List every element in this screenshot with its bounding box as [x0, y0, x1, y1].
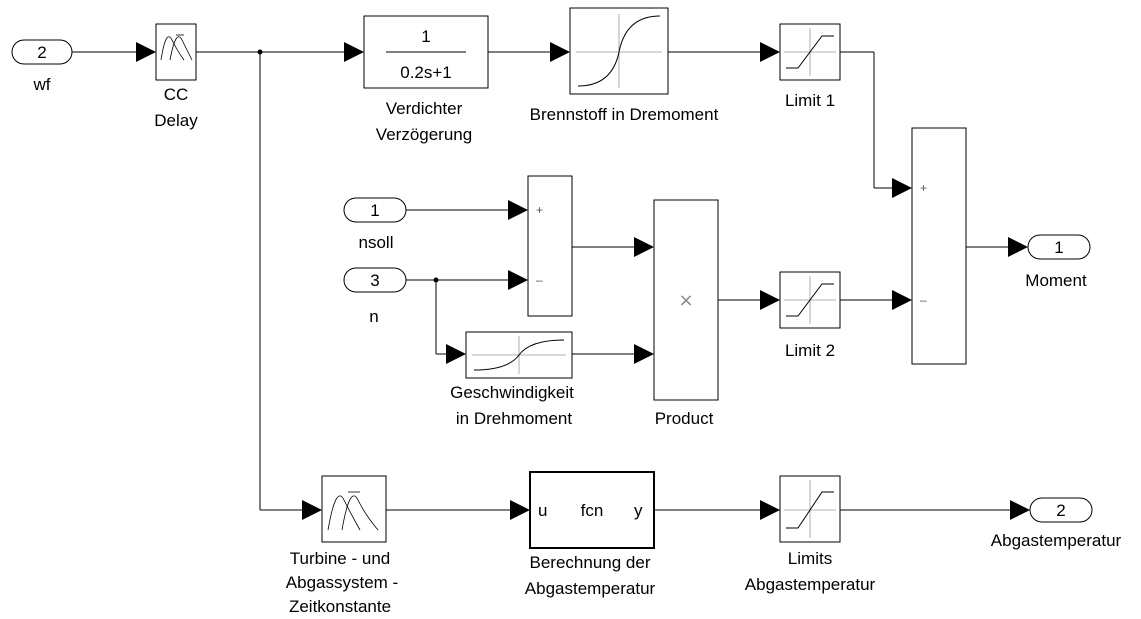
inport-wf-number: 2	[37, 43, 46, 62]
sum2-minus-sign: –	[920, 293, 927, 307]
lookup-curve-icon	[472, 336, 566, 374]
transport-delay-icon	[327, 491, 379, 531]
sum2-block[interactable]: + –	[911, 127, 967, 365]
geschwindigkeit-label-1: Geschwindigkeit	[450, 383, 574, 402]
tf-numerator: 1	[421, 27, 430, 46]
geschwindigkeit-lookup-block[interactable]	[465, 331, 573, 379]
fcn-name: fcn	[581, 501, 604, 520]
cc-delay-label-1: CC	[164, 85, 189, 104]
fcn-label-1: Berechnung der	[530, 553, 651, 572]
inport-wf[interactable]: 2	[11, 39, 73, 65]
sum1-plus-sign: +	[536, 203, 543, 217]
inport-n-label: n	[369, 307, 378, 326]
saturation-icon	[784, 276, 836, 324]
lookup-curve-icon	[576, 14, 662, 88]
limits-abgas-label-1: Limits	[788, 549, 832, 568]
fcn-input-label: u	[538, 501, 547, 520]
tf-denominator: 0.2s+1	[400, 63, 452, 82]
signal-arrows	[136, 42, 1030, 520]
turbine-label-3: Zeitkonstante	[289, 597, 391, 616]
cc-delay-label-2: Delay	[154, 111, 198, 130]
brennstoff-label: Brennstoff in Dremoment	[530, 105, 719, 124]
limits-abgas-saturation-block[interactable]	[779, 475, 841, 543]
inport-n-number: 3	[370, 271, 379, 290]
transfer-function-block[interactable]: 1 0.2s+1	[363, 15, 489, 89]
outport-moment-label: Moment	[1025, 271, 1087, 290]
limit1-label: Limit 1	[785, 91, 835, 110]
turbine-label-1: Turbine - und	[290, 549, 390, 568]
sum1-block[interactable]: + –	[527, 175, 573, 317]
turbine-delay-block[interactable]	[321, 475, 387, 543]
fcn-block[interactable]: u fcn y	[529, 471, 655, 549]
outport-moment-number: 1	[1054, 238, 1063, 257]
inport-nsoll-label: nsoll	[359, 233, 394, 252]
signal-lines	[72, 49, 1014, 511]
outport-abgastemperatur-label: Abgastemperatur	[991, 531, 1122, 550]
brennstoff-lookup-block[interactable]	[569, 7, 669, 95]
product-symbol: ×	[678, 290, 693, 311]
inport-n[interactable]: 3	[343, 267, 407, 293]
sum2-plus-sign: +	[920, 181, 927, 195]
sum1-minus-sign: –	[536, 273, 543, 287]
limits-abgas-label-2: Abgastemperatur	[745, 575, 876, 594]
turbine-label-2: Abgassystem -	[286, 573, 398, 592]
geschwindigkeit-label-2: in Drehmoment	[456, 409, 572, 428]
cc-delay-block[interactable]	[155, 23, 197, 81]
fcn-output-label: y	[634, 501, 643, 520]
limit2-saturation-block[interactable]	[779, 271, 841, 329]
transport-delay-icon	[160, 34, 193, 61]
fcn-label-2: Abgastemperatur	[525, 579, 656, 598]
tf-label-1: Verdichter	[386, 99, 463, 118]
tf-label-2: Verzögerung	[376, 125, 472, 144]
outport-moment[interactable]: 1	[1027, 234, 1091, 260]
outport-abgastemperatur-number: 2	[1056, 501, 1065, 520]
limit1-saturation-block[interactable]	[779, 23, 841, 81]
product-block[interactable]: ×	[653, 199, 719, 401]
inport-nsoll[interactable]: 1	[343, 197, 407, 223]
saturation-icon	[784, 28, 836, 76]
product-label: Product	[655, 409, 714, 428]
inport-wf-label: wf	[33, 75, 51, 94]
limit2-label: Limit 2	[785, 341, 835, 360]
inport-nsoll-number: 1	[370, 201, 379, 220]
saturation-icon	[784, 480, 836, 538]
outport-abgastemperatur[interactable]: 2	[1029, 497, 1093, 523]
